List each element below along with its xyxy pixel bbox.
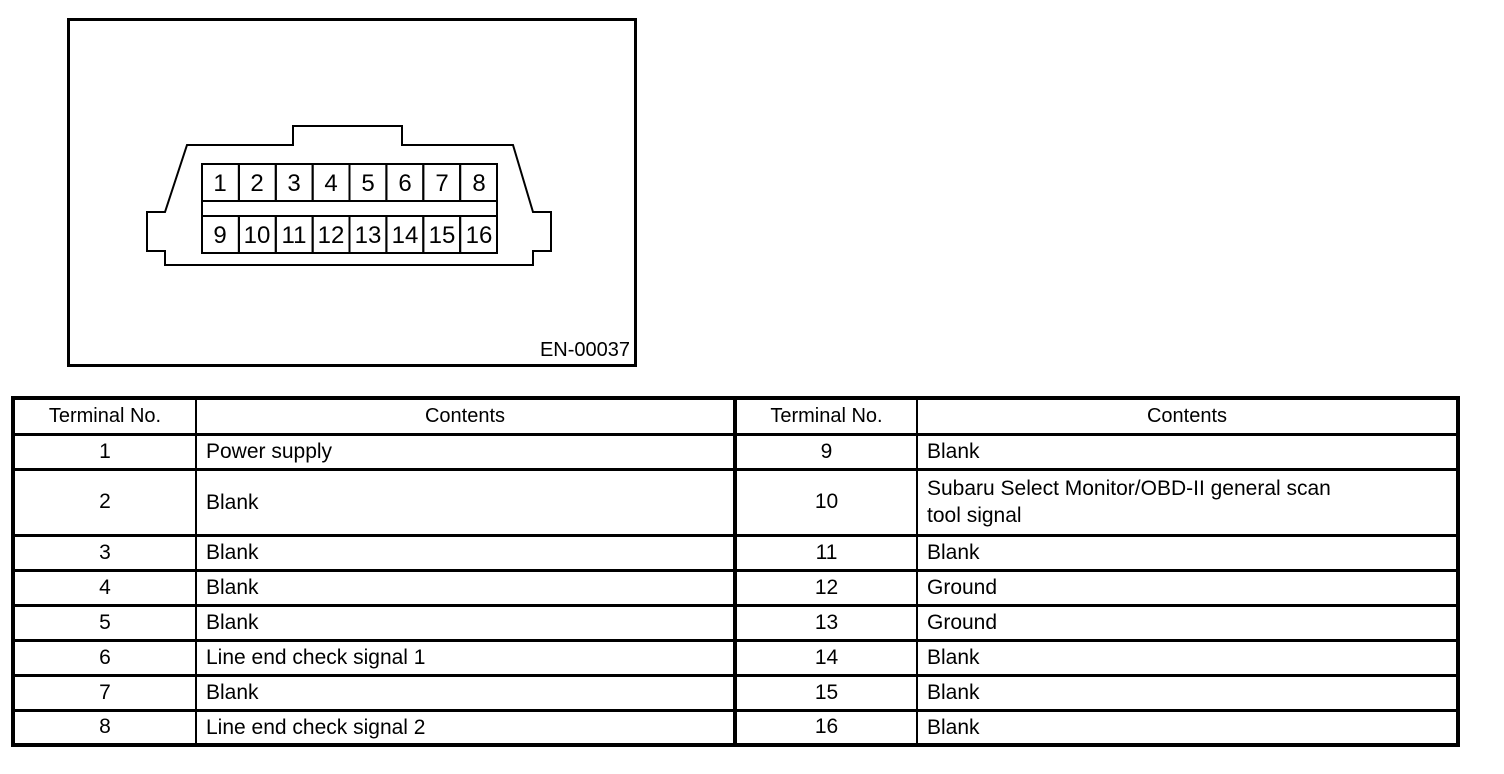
figure-code-label: EN-00037	[540, 339, 630, 361]
pin-grid-bottom-row: 9 10 11 12 13 14 15 16	[201, 215, 499, 254]
pin-row-separator	[201, 200, 498, 217]
contents-cell: Blank	[916, 708, 1459, 747]
table-header-row: Terminal No. Contents Terminal No. Conte…	[12, 396, 1459, 436]
terminal-cell: 7	[12, 673, 197, 712]
pin-number-label: 12	[318, 222, 345, 249]
table-row: 4 Blank 12 Ground	[12, 568, 1459, 607]
connector-outline	[146, 125, 552, 266]
terminal-cell: 15	[733, 673, 918, 712]
terminal-cell: 9	[733, 432, 918, 471]
pin-cell	[459, 163, 499, 202]
connector-figure: 1 2 3 4 5 6 7 8 9 10 11	[67, 18, 637, 367]
header-contents-left: Contents	[195, 396, 736, 436]
terminal-cell: 13	[733, 603, 918, 642]
pin-number-label: 10	[244, 222, 271, 249]
pin-number-label: 1	[213, 170, 226, 197]
pin-number-label: 13	[355, 222, 382, 249]
terminal-cell: 10	[733, 467, 918, 537]
contents-cell: Ground	[916, 568, 1459, 607]
table-row: 3 Blank 11 Blank	[12, 533, 1459, 572]
pin-number-label: 2	[250, 170, 263, 197]
table-row: 7 Blank 15 Blank	[12, 673, 1459, 712]
contents-cell: Subaru Select Monitor/OBD-II general sca…	[916, 467, 1459, 537]
table-row: 5 Blank 13 Ground	[12, 603, 1459, 642]
table-row: 8 Line end check signal 2 16 Blank	[12, 708, 1459, 747]
contents-cell: Line end check signal 2	[195, 708, 736, 747]
terminal-cell: 8	[12, 708, 197, 747]
contents-cell: Line end check signal 1	[195, 638, 736, 677]
terminal-cell: 11	[733, 533, 918, 572]
contents-cell: Blank	[195, 533, 736, 572]
contents-cell: Blank	[916, 638, 1459, 677]
pin-number-label: 7	[435, 170, 448, 197]
contents-cell: Blank	[195, 603, 736, 642]
pin-number-label: 16	[466, 222, 493, 249]
contents-cell: Blank	[916, 432, 1459, 471]
header-terminal-no-left: Terminal No.	[12, 396, 197, 436]
terminal-cell: 12	[733, 568, 918, 607]
contents-cell: Ground	[916, 603, 1459, 642]
connector-diagram: 1 2 3 4 5 6 7 8 9 10 11	[67, 18, 637, 367]
terminal-cell: 3	[12, 533, 197, 572]
figure-border	[67, 18, 637, 367]
pin-number-label: 5	[361, 170, 374, 197]
contents-cell: Power supply	[195, 432, 736, 471]
pin-grid-top-row: 1 2 3 4 5 6 7 8	[201, 163, 499, 202]
header-terminal-no-right: Terminal No.	[733, 396, 918, 436]
terminal-cell: 16	[733, 708, 918, 747]
pin-number-label: 4	[324, 170, 337, 197]
pin-number-label: 6	[398, 170, 411, 197]
contents-cell: Blank	[195, 467, 736, 537]
pin-number-label: 15	[429, 222, 456, 249]
table-row: 1 Power supply 9 Blank	[12, 432, 1459, 471]
table-row: 6 Line end check signal 1 14 Blank	[12, 638, 1459, 677]
contents-cell: Blank	[195, 673, 736, 712]
contents-cell: Blank	[916, 533, 1459, 572]
pin-number-label: 14	[392, 222, 419, 249]
terminal-cell: 1	[12, 432, 197, 471]
terminal-table: Terminal No. Contents Terminal No. Conte…	[11, 396, 1460, 747]
table-row: 2 Blank 10 Subaru Select Monitor/OBD-II …	[12, 467, 1459, 537]
pin-cell	[459, 215, 499, 254]
contents-cell: Blank	[916, 673, 1459, 712]
terminal-cell: 14	[733, 638, 918, 677]
terminal-cell: 4	[12, 568, 197, 607]
pin-number-label: 9	[213, 222, 226, 249]
terminal-cell: 5	[12, 603, 197, 642]
terminal-cell: 2	[12, 467, 197, 537]
header-contents-right: Contents	[916, 396, 1459, 436]
contents-cell: Blank	[195, 568, 736, 607]
pin-number-label: 8	[472, 170, 485, 197]
terminal-cell: 6	[12, 638, 197, 677]
pin-number-label: 3	[287, 170, 300, 197]
pin-number-label: 11	[282, 222, 307, 249]
